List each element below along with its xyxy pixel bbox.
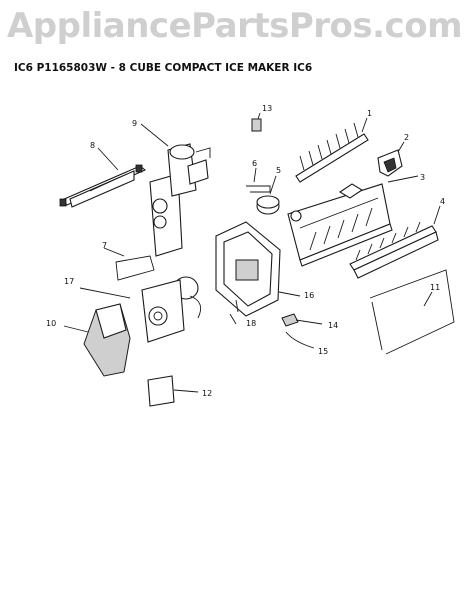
part-12-label — [147, 375, 199, 407]
part-3-ice-mold — [287, 175, 419, 267]
part-10-cover — [63, 303, 131, 377]
callout-11: 11 — [430, 283, 440, 292]
callout-12: 12 — [202, 389, 212, 398]
callout-2: 2 — [404, 133, 409, 142]
part-11-shutoff-arm — [369, 269, 455, 355]
callout-16: 16 — [304, 291, 314, 300]
callout-14: 14 — [328, 321, 338, 330]
part-control-assembly — [141, 279, 185, 343]
part-5-thermostat-cup — [256, 175, 280, 215]
callout-6: 6 — [252, 159, 257, 168]
part-9-water-valve — [140, 123, 211, 257]
callout-7: 7 — [102, 241, 107, 250]
callout-8: 8 — [90, 141, 95, 150]
part-1-ejector — [295, 117, 369, 183]
callout-5: 5 — [276, 166, 281, 175]
callout-9: 9 — [132, 119, 137, 128]
callout-17: 17 — [64, 277, 74, 286]
callout-13: 13 — [262, 104, 272, 113]
part-15-wire — [285, 331, 315, 349]
part-14-switch — [281, 313, 323, 327]
diagram-title: IC6 P1165803W - 8 CUBE COMPACT ICE MAKER… — [14, 62, 313, 74]
site-watermark: AppliancePartsPros.com — [6, 6, 463, 46]
callout-18: 18 — [246, 319, 256, 328]
part-8-bracket — [59, 147, 147, 208]
callout-3: 3 — [420, 173, 425, 182]
part-2-stripper — [377, 141, 405, 177]
part-13-clip — [251, 112, 262, 132]
part-18-leader — [229, 313, 237, 325]
part-17-wire — [79, 287, 131, 299]
callout-4: 4 — [440, 197, 445, 206]
part-6-thermostat — [246, 167, 271, 193]
part-16-housing — [215, 221, 301, 317]
callout-15: 15 — [318, 347, 328, 356]
callout-10: 10 — [46, 319, 56, 328]
callout-1: 1 — [367, 109, 372, 118]
part-4-heater — [349, 205, 441, 279]
